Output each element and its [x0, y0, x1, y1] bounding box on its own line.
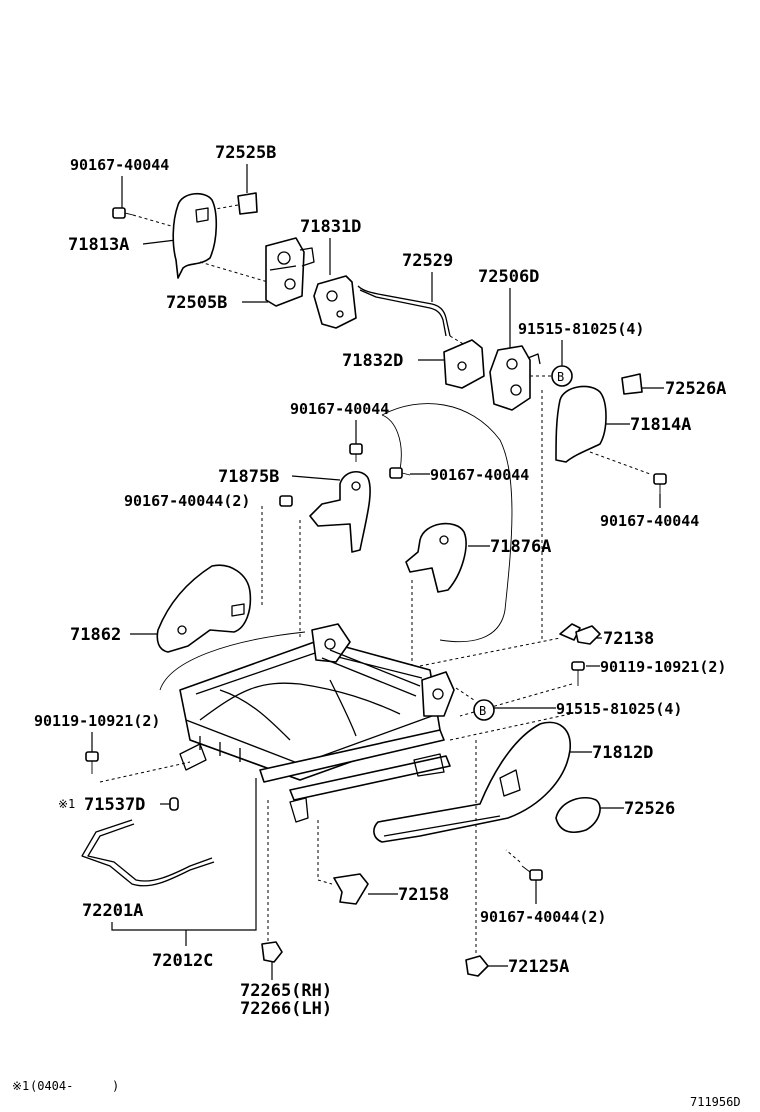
part-label: 71875B	[218, 467, 279, 487]
callout-b-marker-bottom: B	[473, 699, 495, 721]
connecting-rod-part-icon	[357, 285, 451, 337]
part-label: 90167-40044	[430, 466, 529, 484]
clip-part-icon	[465, 955, 489, 977]
footnote: ※1 (0404- )	[12, 1079, 119, 1093]
dash-line	[199, 261, 269, 283]
dash-line	[99, 761, 191, 783]
seatback-hinge-lh-part-icon	[309, 471, 371, 553]
part-label: 71537D	[84, 795, 145, 815]
dash-line	[505, 849, 521, 863]
svg-text:(0404-: (0404-	[30, 1079, 73, 1093]
recliner-cover-rh-part-icon	[555, 385, 607, 463]
footnote-mark: ※1	[58, 797, 75, 811]
dash-line	[455, 687, 475, 701]
part-label: 72158	[398, 885, 449, 905]
callout-b-marker-top: B	[551, 365, 573, 387]
cap-part-icon	[237, 192, 258, 215]
dash-line	[132, 214, 179, 229]
part-label: 71876A	[490, 537, 551, 557]
dash-line	[317, 820, 333, 885]
part-label: 90167-40044(2)	[124, 492, 250, 510]
leader-line	[142, 239, 177, 245]
dash-line	[449, 713, 571, 741]
part-label: 72201A	[82, 901, 143, 921]
cap-part-icon	[621, 373, 643, 395]
bolt-icon	[571, 661, 585, 686]
seat-side-cover-part-icon	[373, 721, 571, 843]
part-label: 72138	[603, 629, 654, 649]
dash-line	[419, 637, 561, 667]
bolt-icon	[521, 865, 543, 881]
part-label: 71812D	[592, 743, 653, 763]
leader-line	[291, 475, 341, 481]
part-label: 72525B	[215, 143, 276, 163]
seatback-hinge-rh-part-icon	[405, 522, 467, 593]
recliner-bracket-part-icon	[313, 275, 357, 329]
svg-text:※1: ※1	[12, 1079, 29, 1093]
part-label: 71862	[70, 625, 121, 645]
seatback-phantom-outline	[381, 403, 513, 643]
svg-text:): )	[112, 1079, 119, 1093]
bolt-icon	[349, 443, 363, 462]
bolt-icon	[112, 207, 134, 219]
bracket-part-icon	[333, 873, 369, 905]
cover-slot-icon	[195, 207, 209, 223]
side-shield-part-icon	[156, 564, 252, 653]
part-label: 90167-40044(2)	[480, 908, 606, 926]
part-label: 72265(RH)	[240, 981, 332, 1001]
dash-line	[589, 451, 651, 475]
dash-line	[209, 204, 239, 211]
plug-part-icon	[169, 797, 179, 811]
part-label: 72266(LH)	[240, 999, 332, 1019]
svg-text:B: B	[479, 704, 486, 718]
bolt-icon	[389, 467, 411, 479]
part-label: 72529	[402, 251, 453, 271]
recliner-mechanism-part-icon	[265, 237, 315, 307]
part-label: 71832D	[342, 351, 403, 371]
bolt-icon	[85, 751, 99, 774]
part-label: 90167-40044	[290, 400, 389, 418]
seat-cushion-phantom-outline	[159, 631, 306, 691]
leader-line	[111, 778, 257, 931]
part-label: 90119-10921(2)	[34, 712, 160, 730]
track-stopper-part-icon	[261, 941, 283, 963]
svg-text:B: B	[557, 370, 564, 384]
part-label: 71831D	[300, 217, 361, 237]
part-label: 72125A	[508, 957, 569, 977]
recliner-mechanism-rh-part-icon	[489, 345, 541, 411]
part-label: 90167-40044	[600, 512, 699, 530]
wire-part-icon	[81, 819, 215, 887]
part-label: 71814A	[630, 415, 691, 435]
part-label: 90167-40044	[70, 156, 169, 174]
part-label: 91515-81025(4)	[518, 320, 644, 338]
part-label: 72506D	[478, 267, 539, 287]
part-label: 71813A	[68, 235, 129, 255]
seat-frame-part-icon	[179, 623, 455, 823]
knob-cover-part-icon	[555, 796, 601, 833]
bolt-icon	[279, 495, 293, 507]
part-label: 90119-10921(2)	[600, 658, 726, 676]
part-label: 91515-81025(4)	[556, 700, 682, 718]
bolt-icon	[653, 473, 667, 494]
diagram-id: 711956D	[690, 1095, 741, 1109]
part-label: 72505B	[166, 293, 227, 313]
clip-part-icon	[559, 623, 601, 645]
part-label: 72526A	[665, 379, 726, 399]
recliner-bracket-rh-part-icon	[443, 339, 485, 389]
recliner-cover-part-icon	[172, 192, 218, 279]
part-label: 72012C	[152, 951, 213, 971]
part-label: 72526	[624, 799, 675, 819]
